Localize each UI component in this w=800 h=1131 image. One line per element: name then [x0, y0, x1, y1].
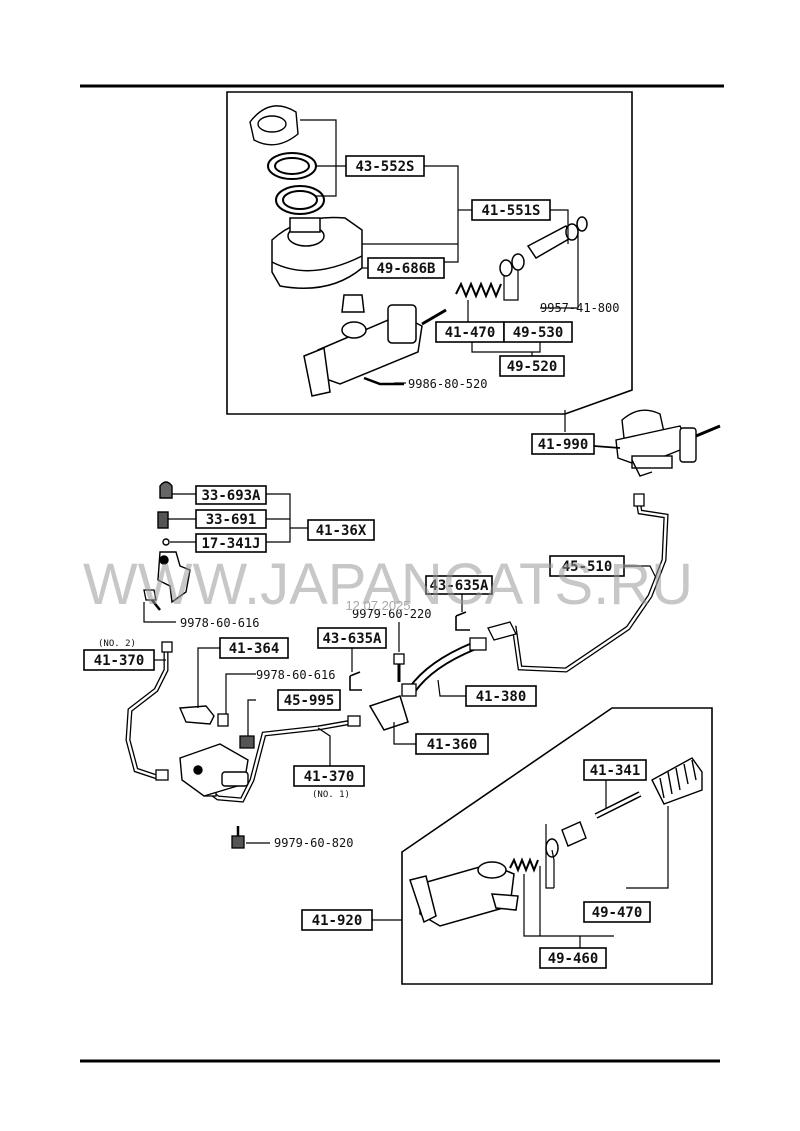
svg-text:43-552S: 43-552S	[355, 159, 414, 175]
watermark-date: 12.07.2025	[345, 598, 410, 613]
return-spring-icon	[455, 281, 502, 299]
label-9979-60-220: 9979-60-220	[352, 607, 431, 621]
filter-ring-icon	[275, 185, 325, 215]
bracket-41-364-icon	[178, 705, 215, 725]
label-41-470: 41-470	[435, 321, 505, 343]
svg-text:33-691: 33-691	[206, 512, 257, 528]
svg-text:41-990: 41-990	[538, 437, 589, 453]
svg-text:41-470: 41-470	[445, 325, 496, 341]
leader-41-990	[593, 445, 621, 449]
reservoir-tank-icon	[271, 216, 363, 289]
label-41-380: 41-380	[465, 685, 537, 707]
label-no1: (NO. 1)	[312, 790, 350, 800]
master-cylinder-body-icon	[303, 304, 447, 397]
seal-ring-icon	[267, 152, 317, 180]
label-9986-80-520: 9986-80-520	[408, 377, 487, 391]
label-43-635A-lower: 43-635A	[317, 627, 387, 649]
label-49-530: 49-530	[503, 321, 573, 343]
leader-lines-36X	[143, 493, 308, 623]
svg-text:41-370: 41-370	[94, 653, 145, 669]
label-41-364: 41-364	[219, 637, 289, 659]
label-41-370-no1: 41-370	[293, 765, 365, 787]
bolt-9979-60-220-icon	[393, 653, 405, 682]
svg-text:49-460: 49-460	[548, 951, 599, 967]
clip-43-635A-upper-icon	[455, 611, 470, 631]
reservoir-cap-icon	[249, 105, 299, 146]
svg-text:41-36X: 41-36X	[316, 523, 367, 539]
bolt-9978-60-616-upper-icon	[143, 589, 161, 611]
svg-text:41-360: 41-360	[427, 737, 478, 753]
label-9978-60-616-lower: 9978-60-616	[256, 668, 335, 682]
leader-45-510	[624, 565, 657, 579]
label-45-995: 45-995	[277, 689, 341, 711]
leader-41-360	[393, 722, 416, 745]
label-43-635A-upper: 43-635A	[425, 575, 493, 595]
label-17-341J: 17-341J	[195, 533, 267, 553]
leader-41-380	[437, 679, 466, 697]
svg-text:41-380: 41-380	[476, 689, 527, 705]
label-9978-60-616-upper: 9978-60-616	[180, 616, 259, 630]
master-cylinder-frame	[226, 91, 633, 415]
pipe-fitting-icon	[487, 493, 645, 641]
label-49-460: 49-460	[539, 947, 607, 969]
bracket-41-36X-icon	[157, 481, 191, 604]
svg-text:45-510: 45-510	[562, 559, 613, 575]
label-9957-41-800: 9957-41-800	[540, 301, 619, 315]
label-49-470: 49-470	[583, 901, 651, 923]
piston-rod-icon	[526, 216, 588, 260]
release-piston-cup-icon	[545, 838, 559, 858]
bolt-9978-60-616-lower-icon	[217, 713, 229, 727]
label-41-370-no2: 41-370	[83, 649, 155, 671]
label-9979-60-820: 9979-60-820	[274, 836, 353, 850]
label-41-36X: 41-36X	[307, 519, 375, 541]
svg-text:49-686B: 49-686B	[376, 261, 435, 277]
svg-text:33-693A: 33-693A	[201, 488, 261, 504]
leader-lines-lower-left	[154, 647, 331, 844]
label-41-360: 41-360	[415, 733, 489, 755]
svg-text:49-520: 49-520	[507, 359, 558, 375]
label-43-552S: 43-552S	[345, 155, 425, 177]
svg-text:49-470: 49-470	[592, 905, 643, 921]
leader-lines-release	[372, 780, 669, 948]
label-41-920: 41-920	[301, 909, 373, 931]
junction-block-icon	[179, 743, 249, 797]
seal-cup-icon	[499, 253, 525, 277]
label-41-551S: 41-551S	[471, 199, 551, 221]
svg-text:45-995: 45-995	[284, 693, 335, 709]
release-cylinder-frame	[401, 707, 713, 985]
label-33-693A: 33-693A	[195, 485, 267, 505]
svg-text:49-530: 49-530	[513, 325, 564, 341]
svg-text:41-370: 41-370	[304, 769, 355, 785]
label-49-520: 49-520	[499, 355, 565, 377]
dust-boot-icon	[651, 757, 703, 805]
bolt-9979-60-820-icon	[231, 826, 245, 849]
release-spring-icon	[509, 857, 539, 873]
clip-43-635A-lower-icon	[349, 671, 362, 691]
svg-text:41-551S: 41-551S	[481, 203, 540, 219]
watermark: WWW.JAPANCATS.RU	[83, 552, 693, 617]
label-49-686B: 49-686B	[367, 257, 445, 279]
label-41-990: 41-990	[531, 433, 595, 455]
grommet-icon	[341, 294, 365, 313]
label-41-341: 41-341	[583, 759, 647, 781]
svg-text:41-341: 41-341	[590, 763, 641, 779]
bolt-45-995-icon	[239, 735, 255, 749]
svg-text:41-920: 41-920	[312, 913, 363, 929]
release-cylinder-body-icon	[409, 861, 519, 927]
bracket-41-360-icon	[368, 695, 409, 731]
bolt-icon	[363, 376, 404, 386]
svg-text:17-341J: 17-341J	[201, 536, 260, 552]
label-33-691: 33-691	[195, 509, 267, 529]
svg-text:43-635A: 43-635A	[322, 631, 382, 647]
svg-text:41-364: 41-364	[229, 641, 280, 657]
release-piston-icon	[561, 821, 587, 847]
svg-text:43-635A: 43-635A	[429, 578, 489, 594]
label-no2: (NO. 2)	[98, 639, 136, 649]
master-cylinder-inset-icon	[615, 409, 721, 477]
label-45-510: 45-510	[549, 555, 625, 577]
